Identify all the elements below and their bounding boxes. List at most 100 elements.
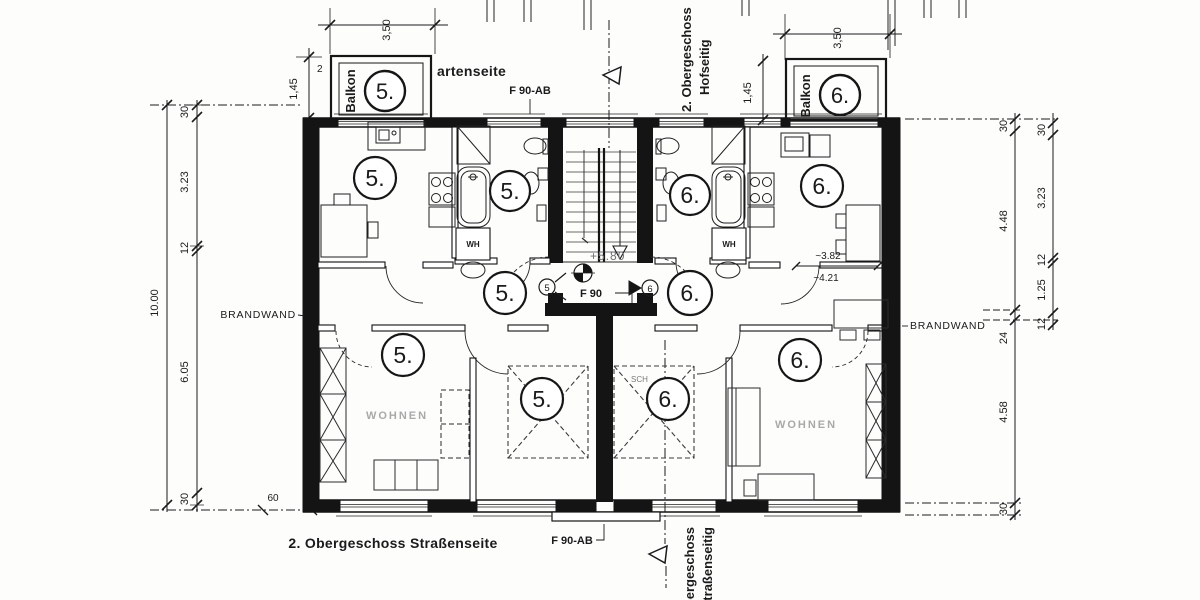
dim-balcony-right-depth: 1,45 [742, 82, 754, 103]
garden-side-caption: artenseite [437, 63, 506, 79]
street-caption-line1: 2. Obergeschoss [682, 527, 697, 600]
dimension-kitchen-right [791, 261, 883, 271]
courtyard-caption-line1: 2. Obergeschoss [679, 7, 694, 112]
dim-left-30b: 30 [179, 493, 191, 505]
hall-left-label: 5. [495, 280, 514, 306]
sofa-right [727, 387, 761, 467]
balcony-left-unit: 5. [376, 79, 394, 104]
sofa-left [373, 459, 439, 491]
entry-marker-left [538, 272, 567, 301]
living-left-furniture [319, 347, 470, 491]
firewall-left-wall [302, 117, 320, 513]
dim-balcony-right-width: 3,50 [832, 27, 844, 48]
living-left-label: 5. [393, 342, 412, 368]
street-caption-line2: Straßenseitig [700, 527, 715, 600]
dim-kitchen-right-a: ~3.82 [815, 251, 841, 262]
toilet-right-tank [655, 167, 667, 181]
section-triangle-bottom [647, 544, 668, 565]
bedroom-left-label: 5. [532, 386, 551, 412]
courtyard-caption-line2: Hofseitig [697, 39, 712, 95]
room-marker-balcony-right: 6. [818, 73, 862, 117]
living-right-text: WOHNEN [775, 419, 837, 431]
bathtub-right [711, 166, 746, 228]
stove-right [747, 172, 775, 206]
entry-marker-right [628, 279, 659, 297]
water-heater-right-niche [711, 227, 747, 261]
dim-ro-30b: 30 [998, 503, 1010, 515]
bath-left-fixtures [456, 125, 549, 279]
fire-rating-bottom: F 90-AB [551, 535, 593, 547]
living-right-furniture [727, 299, 889, 501]
room-marker-bath-right: 6. [668, 173, 712, 217]
room-marker-bath-left: 5. [488, 169, 532, 213]
dim-balcony-left-depth: 1,45 [288, 78, 300, 99]
balcony-right-unit: 6. [831, 83, 849, 108]
dim-ro-448: 4.48 [998, 210, 1010, 231]
level-marker [571, 263, 595, 283]
dim-ri-30: 30 [1036, 124, 1048, 136]
level-label: +5.80 [590, 249, 625, 263]
dim-left-605: 6.05 [179, 361, 191, 382]
room-marker-bedroom-left: 5. [519, 376, 565, 422]
hall-right-label: 6. [680, 280, 699, 306]
dim-ri-323: 3.23 [1036, 187, 1048, 208]
entry-sill [551, 511, 661, 522]
dim-ro-30a: 30 [998, 120, 1010, 132]
sink-right [780, 132, 810, 158]
dim-left-12: 12 [179, 242, 191, 254]
room-markers: 5. 6. 5. 5. 6. 6. 5. 6. 5. 5. 6. 6. [352, 69, 862, 422]
washbasin-left [460, 261, 486, 279]
balcony-left [329, 54, 433, 121]
fire-rating-stair: F 90 [580, 288, 602, 300]
party-wall-center [596, 316, 613, 502]
kitchen-left-label: 5. [365, 165, 384, 191]
dimension-chain-right [905, 113, 1059, 521]
dim-left-30a: 30 [179, 106, 191, 118]
dining-table-right [833, 299, 889, 329]
room-marker-hall-right: 6. [666, 269, 714, 317]
dim-left-total: 10.00 [149, 289, 161, 317]
firewall-right-label: BRANDWAND [910, 320, 986, 332]
room-marker-balcony-left: 5. [363, 69, 407, 113]
dim-balcony-left-offset: 2 [317, 64, 323, 75]
dim-ri-125: 1.25 [1036, 279, 1048, 300]
entry-right-label: 6 [647, 284, 652, 295]
toilet-left-tank [537, 167, 549, 181]
bath-left-label: 5. [500, 178, 519, 204]
bath-right-fixtures [655, 125, 746, 279]
firewall-right-wall [881, 117, 901, 513]
door-swings [335, 256, 869, 375]
section-axis-markers [601, 20, 668, 588]
section-triangle-top [601, 65, 622, 86]
water-heater-right-label: WH [722, 240, 736, 249]
kitchen-right-label: 6. [812, 173, 831, 199]
wardrobe-label: SCH [631, 375, 648, 384]
street-side-caption: 2. Obergeschoss Straßenseite [288, 535, 497, 551]
dimension-chain-left [150, 99, 318, 516]
room-marker-hall-left: 5. [482, 270, 528, 316]
dim-bottom-left-60: 60 [267, 493, 279, 504]
dim-ro-24: 24 [998, 332, 1010, 344]
water-heater-left-label: WH [466, 240, 480, 249]
sink-left [375, 126, 401, 144]
sheet-cut-marks [486, 0, 967, 50]
firewall-left-label: BRANDWAND [220, 309, 296, 321]
balcony-right [784, 57, 888, 122]
room-marker-kitchen-left: 5. [352, 155, 398, 201]
dim-balcony-left-width: 3,50 [381, 19, 393, 40]
living-right-label: 6. [790, 347, 809, 373]
wardrobe-left [319, 347, 347, 483]
staircase [545, 118, 657, 502]
wardrobe-right [865, 363, 887, 479]
table-right [845, 204, 881, 262]
dimension-balcony-left [296, 8, 448, 124]
bath-right-label: 6. [680, 182, 699, 208]
dim-ri-12b: 12 [1036, 318, 1048, 330]
dim-ri-12a: 12 [1036, 254, 1048, 266]
room-marker-bedroom-right: 6. [645, 376, 691, 422]
room-marker-living-right: 6. [777, 337, 823, 383]
table-left [320, 204, 368, 258]
bedroom-right-label: 6. [658, 386, 677, 412]
